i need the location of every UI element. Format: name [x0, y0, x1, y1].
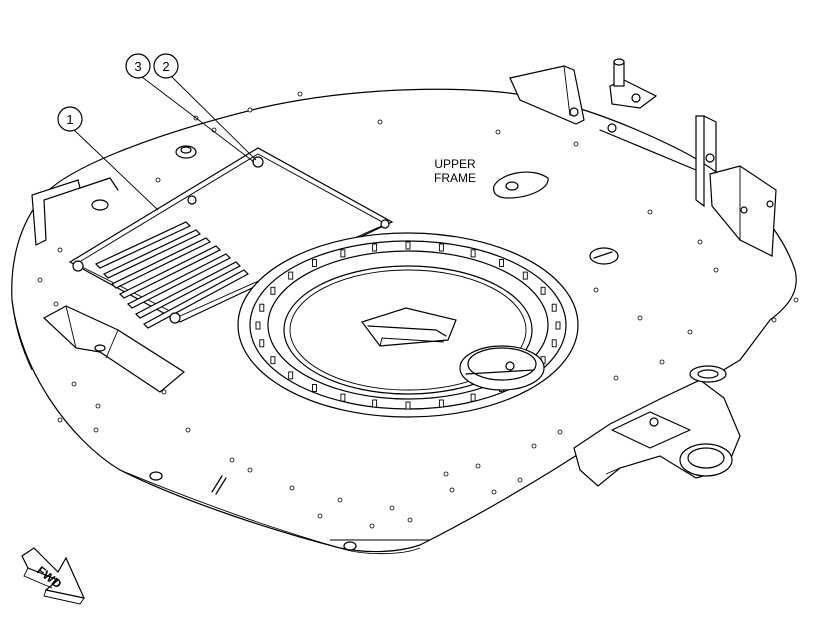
ring-bolt — [270, 286, 276, 295]
ring-bolt — [522, 271, 528, 280]
mounting-hole — [495, 129, 501, 135]
mounting-hole — [697, 239, 703, 245]
mounting-hole — [593, 287, 599, 293]
mounting-hole — [93, 427, 99, 433]
mounting-hole — [369, 523, 375, 529]
frame-label-line2: FRAME — [434, 171, 476, 185]
mounting-hole — [793, 297, 799, 303]
ring-bolt — [372, 399, 378, 408]
mounting-hole — [557, 429, 563, 435]
callout-2: 2 — [153, 53, 179, 79]
lower-pin — [149, 471, 357, 551]
callout-1: 1 — [57, 106, 83, 132]
top-rear-rail — [509, 65, 617, 133]
ring-bolt — [551, 303, 557, 312]
mounting-hole — [659, 359, 665, 365]
mounting-hole — [613, 375, 619, 381]
ring-bolt — [555, 321, 561, 330]
cover-bolt — [169, 312, 181, 324]
ring-bolt — [438, 243, 444, 252]
top-center-boss — [493, 171, 619, 265]
ring-bolt — [405, 401, 411, 410]
rear-left-bracket — [31, 145, 197, 246]
boom-foot — [573, 365, 741, 487]
mounting-hole — [247, 467, 253, 473]
swing-motor-mount — [459, 345, 545, 391]
mounting-hole — [637, 315, 643, 321]
right-rear-bracket — [599, 115, 777, 257]
callout-leaders — [73, 76, 257, 211]
mounting-hole — [573, 141, 579, 147]
ring-bolt — [405, 241, 411, 250]
ring-bolt — [259, 339, 265, 348]
mounting-hole — [475, 463, 481, 469]
ring-bolt — [540, 286, 546, 295]
mounting-hole — [37, 277, 43, 283]
mounting-hole — [407, 517, 413, 523]
mounting-hole — [317, 513, 323, 519]
center-swivel-opening — [361, 307, 457, 347]
mounting-hole — [71, 381, 77, 387]
mounting-hole — [531, 443, 537, 449]
mounting-hole — [155, 177, 161, 183]
mounting-hole — [713, 267, 719, 273]
cover-bolt — [187, 195, 197, 205]
ring-bolt — [499, 259, 504, 267]
mounting-hole — [443, 471, 449, 477]
ring-bolt — [288, 371, 294, 380]
ring-bolt — [438, 399, 444, 408]
mounting-hole — [389, 505, 395, 511]
callout-2-number: 2 — [162, 59, 169, 74]
cover-bolt — [380, 219, 390, 229]
mounting-hole — [53, 301, 59, 307]
mounting-hole — [161, 389, 167, 395]
callout-3-number: 3 — [134, 59, 141, 74]
ring-bolt — [372, 243, 378, 252]
mounting-hole — [647, 209, 653, 215]
top-lug — [609, 58, 658, 109]
mounting-hole — [57, 247, 63, 253]
mounting-hole — [337, 497, 343, 503]
ring-bolt — [288, 271, 294, 280]
mounting-hole — [377, 119, 383, 125]
ring-bolt — [551, 339, 557, 348]
mounting-hole — [491, 489, 497, 495]
callout-3: 3 — [125, 53, 151, 79]
mounting-hole-group — [37, 91, 799, 529]
mounting-hole — [247, 107, 253, 113]
ring-bolt — [470, 393, 476, 402]
mounting-hole — [449, 487, 455, 493]
mounting-hole — [771, 317, 777, 323]
access-cover — [68, 147, 394, 329]
ring-bolt — [259, 303, 265, 312]
callout-1-number: 1 — [66, 112, 73, 127]
ring-bolt — [470, 249, 476, 258]
mounting-hole — [517, 477, 523, 483]
mounting-hole — [95, 403, 101, 409]
forward-direction-arrow: FWD — [21, 547, 86, 605]
ring-bolt-group — [255, 241, 561, 410]
ring-bolt — [270, 356, 276, 365]
left-recess — [42, 305, 186, 393]
mounting-hole — [687, 329, 693, 335]
ring-bolt — [340, 249, 346, 258]
mounting-hole — [289, 485, 295, 491]
ring-bolt — [255, 321, 261, 330]
cover-bolt — [72, 260, 84, 272]
frame-label-line1: UPPER — [434, 157, 476, 171]
mounting-hole — [297, 91, 303, 97]
mounting-hole — [57, 417, 63, 423]
mounting-hole — [229, 457, 235, 463]
louver-slots — [94, 221, 249, 329]
mounting-hole — [185, 427, 191, 433]
ring-bolt — [312, 259, 317, 267]
ring-bolt — [340, 393, 346, 402]
ring-bolt — [312, 384, 317, 392]
